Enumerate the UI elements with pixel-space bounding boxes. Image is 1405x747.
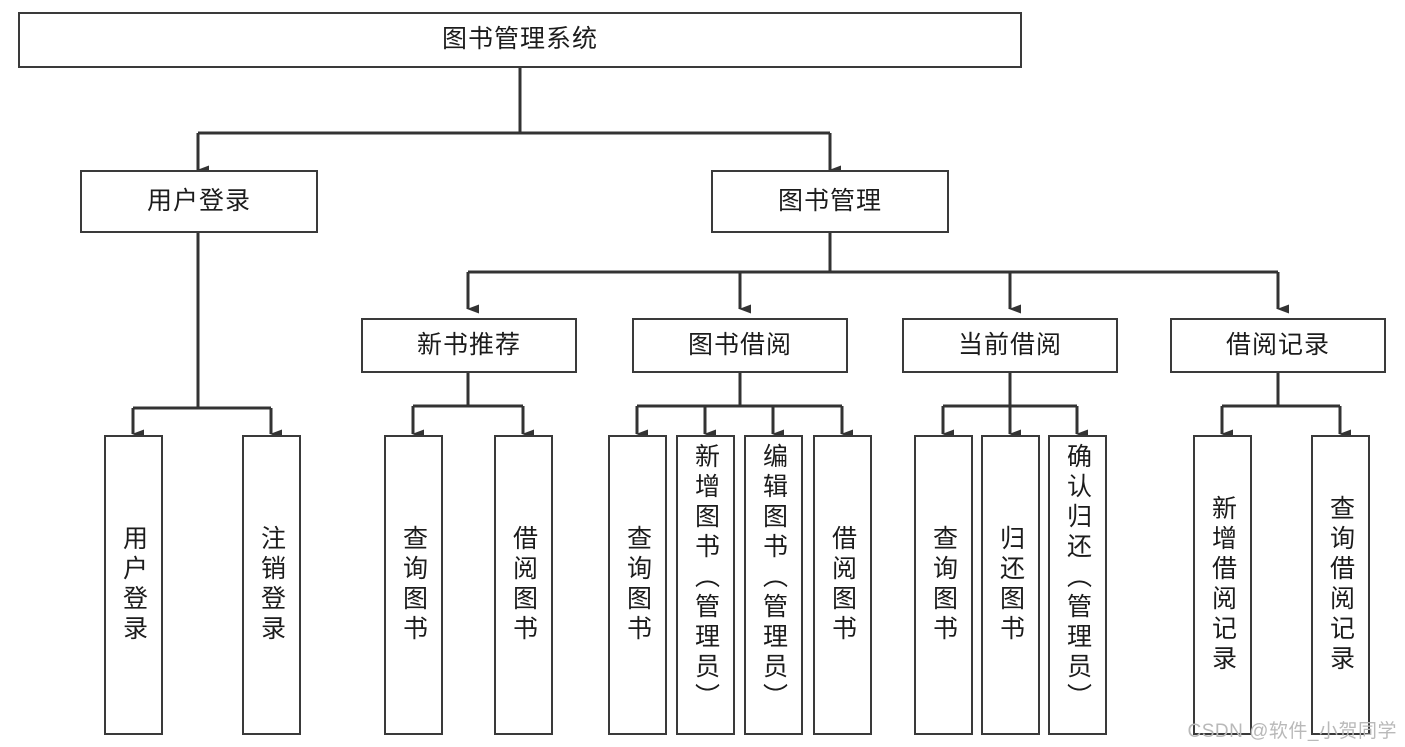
node-label: 查询图书 <box>929 525 958 645</box>
node-label: 确认归还（管理员） <box>1063 443 1092 713</box>
leaf-query-book-current[interactable]: 查询图书 <box>914 435 973 735</box>
connector-bookmgmt-to-level3 <box>466 233 1289 314</box>
leaf-borrow-book[interactable]: 借阅图书 <box>813 435 872 735</box>
node-borrow-records[interactable]: 借阅记录 <box>1170 318 1386 373</box>
node-root-library-system[interactable]: 图书管理系统 <box>18 12 1022 68</box>
node-label: 当前借阅 <box>957 330 1062 359</box>
connector-newbook-to-leaves <box>411 373 534 439</box>
node-label: 图书管理 <box>777 186 882 215</box>
connector-records-to-leaves <box>1220 373 1351 439</box>
node-label: 借阅记录 <box>1225 330 1330 359</box>
leaf-query-book-newbook[interactable]: 查询图书 <box>384 435 443 735</box>
leaf-query-borrow-record[interactable]: 查询借阅记录 <box>1311 435 1370 735</box>
leaf-edit-book-admin[interactable]: 编辑图书（管理员） <box>744 435 803 735</box>
leaf-logout-login[interactable]: 注销登录 <box>242 435 301 735</box>
node-book-borrow[interactable]: 图书借阅 <box>632 318 848 373</box>
leaf-user-login[interactable]: 用户登录 <box>104 435 163 735</box>
node-label: 借阅图书 <box>509 525 538 645</box>
node-current-borrow[interactable]: 当前借阅 <box>902 318 1118 373</box>
node-label: 查询借阅记录 <box>1326 495 1355 675</box>
leaf-borrow-book-newbook[interactable]: 借阅图书 <box>494 435 553 735</box>
connector-root-to-level2 <box>196 68 841 175</box>
connector-borrow-to-leaves <box>635 373 853 439</box>
node-label: 新增借阅记录 <box>1208 495 1237 675</box>
leaf-add-book-admin[interactable]: 新增图书（管理员） <box>676 435 735 735</box>
node-label: 查询图书 <box>399 525 428 645</box>
node-label: 注销登录 <box>257 525 286 645</box>
node-user-login[interactable]: 用户登录 <box>80 170 318 233</box>
node-label: 查询图书 <box>623 525 652 645</box>
leaf-return-book[interactable]: 归还图书 <box>981 435 1040 735</box>
node-label: 归还图书 <box>996 525 1025 645</box>
node-label: 借阅图书 <box>828 525 857 645</box>
leaf-confirm-return-admin[interactable]: 确认归还（管理员） <box>1048 435 1107 735</box>
node-label: 图书借阅 <box>687 330 792 359</box>
connector-current-to-leaves <box>941 373 1088 439</box>
node-label: 编辑图书（管理员） <box>759 443 788 713</box>
leaf-query-book-borrow[interactable]: 查询图书 <box>608 435 667 735</box>
node-book-management[interactable]: 图书管理 <box>711 170 949 233</box>
node-label: 图书管理系统 <box>441 25 598 54</box>
leaf-add-borrow-record[interactable]: 新增借阅记录 <box>1193 435 1252 735</box>
node-label: 用户登录 <box>146 186 251 215</box>
node-new-book-recommend[interactable]: 新书推荐 <box>361 318 577 373</box>
node-label: 用户登录 <box>119 525 148 645</box>
connector-userlogin-to-leaves <box>131 233 282 439</box>
node-label: 新增图书（管理员） <box>691 443 720 713</box>
node-label: 新书推荐 <box>416 330 521 359</box>
